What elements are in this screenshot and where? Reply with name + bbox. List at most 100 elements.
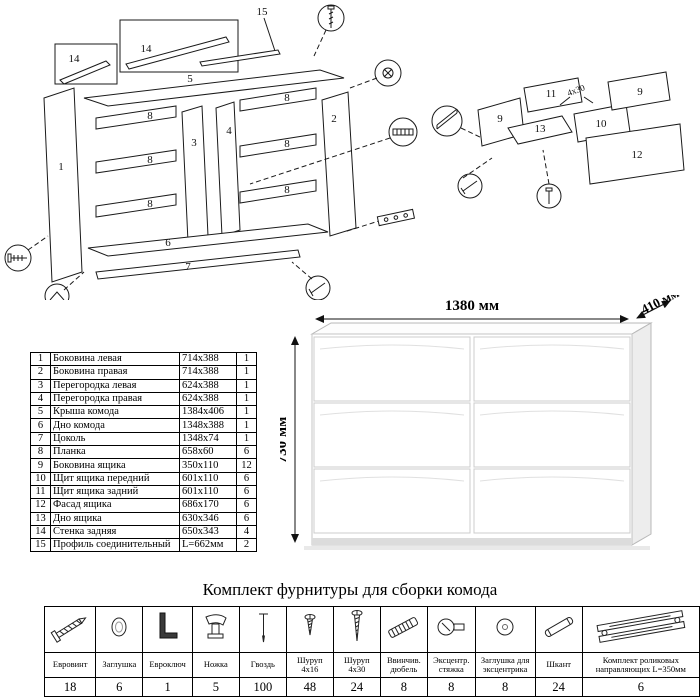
part-label-8: 8: [147, 110, 153, 122]
part-number: 2: [30, 365, 51, 380]
screw-callout3-icon: [536, 183, 562, 209]
drawer-fronts: [313, 336, 631, 534]
hardware-name: Евровинт: [43, 652, 97, 678]
euroscrew-callout-icon: [4, 244, 32, 272]
part-size: 1348x74: [179, 431, 237, 447]
part-name: Боковина ящика: [50, 458, 180, 473]
part-label-1: 1: [58, 161, 64, 173]
depth-dimension-arrow: [636, 300, 671, 319]
hardware-qty: 8: [474, 677, 536, 697]
hardware-name: Комплект роликовых направляющих L=350мм: [581, 652, 700, 678]
part-name: Боковина левая: [50, 351, 180, 367]
part-name: Щит ящика задний: [50, 484, 180, 500]
hardware-name: Заглушка: [95, 652, 144, 678]
part-qty: 6: [236, 445, 257, 460]
part-number: 3: [30, 378, 51, 393]
part-name: Перегородка правая: [50, 391, 180, 407]
cap-icon: [111, 617, 127, 637]
drawer-front: [473, 336, 631, 402]
wood-dowel-icon: [544, 617, 573, 637]
screw-4x16-icon: [304, 614, 316, 636]
part-size: 658x60: [179, 445, 237, 460]
part-label-2: 2: [331, 113, 337, 125]
hardware-name: Гвоздь: [238, 652, 287, 678]
part-number: 4: [30, 391, 51, 407]
part-label-3: 3: [191, 137, 197, 149]
part-name: Перегородка левая: [50, 378, 180, 393]
hardware-qty: 18: [43, 677, 97, 697]
part-name: Планка: [50, 445, 180, 460]
part-number: 11: [30, 484, 51, 500]
hardware-name: Шкант: [534, 652, 583, 678]
hardware-name: Ввинчив. дюбель: [379, 652, 428, 678]
part-number: 6: [30, 418, 51, 433]
part-size: 686x170: [179, 498, 237, 513]
hex-key-icon: [159, 612, 178, 639]
part-size: 1384x406: [179, 405, 237, 420]
part-size: 1348x388: [179, 418, 237, 433]
part-size: 601x110: [179, 471, 237, 486]
part-size: 624x388: [179, 378, 237, 393]
part-qty: 1: [236, 405, 257, 420]
height-dimension-label: 730 мм: [280, 417, 290, 464]
part-label-8: 8: [284, 138, 290, 150]
part-qty: 6: [236, 471, 257, 486]
part-size: 650x343: [179, 524, 237, 540]
dresser-front-view: 1380 мм 410 мм 730 мм: [280, 295, 682, 550]
threaded-dowel-icon: [388, 617, 418, 638]
part-number: 12: [30, 498, 51, 513]
drawer-front: [313, 402, 471, 468]
screw-callout2-icon: [457, 173, 483, 199]
part-number: 10: [30, 471, 51, 486]
part-name: Стенка задняя: [50, 524, 180, 540]
hardware-qty: 48: [285, 677, 334, 697]
nail-icon: [258, 613, 268, 643]
depth-dimension-label: 410 мм: [639, 295, 682, 317]
cam-lock-icon: [437, 618, 465, 636]
drawer-front: [313, 468, 471, 534]
hardware-name: Заглушка для эксцентрика: [474, 652, 536, 678]
hardware-qty: 24: [332, 677, 381, 697]
part-number: 5: [30, 405, 51, 420]
part-label-8: 8: [147, 198, 153, 210]
hardware-name: Ножка: [191, 652, 240, 678]
screw-angled-callout-icon: [305, 275, 331, 300]
hardware-qty: 5: [191, 677, 240, 697]
part-qty: 1: [236, 391, 257, 407]
hardware-callouts: [4, 4, 562, 300]
part-size: 630x346: [179, 511, 237, 526]
screw-callout-icon: [317, 4, 345, 32]
euro-screw-icon: [50, 617, 87, 643]
carcass-exploded-view: [43, 17, 357, 283]
hardware-qty-row: 18 6 1 5 100 48 24 8 8 8 24 6: [43, 677, 700, 697]
part-label-14: 14: [141, 43, 153, 55]
part-label-9: 9: [497, 113, 503, 125]
part-label-13: 13: [535, 123, 547, 135]
part-qty: 1: [236, 365, 257, 380]
part-number: 7: [30, 431, 51, 447]
part-label-15: 15: [257, 6, 269, 18]
part-number: 13: [30, 511, 51, 526]
part-qty: 1: [236, 351, 257, 367]
leader-dashed-lines: [27, 29, 550, 291]
hardware-icons-row: [43, 606, 700, 653]
roller-guide-callout-icon: [431, 105, 463, 137]
part-number: 15: [30, 538, 51, 553]
part-label-8: 8: [147, 154, 153, 166]
part-number: 8: [30, 445, 51, 460]
hardware-qty: 24: [534, 677, 583, 697]
screw-4x30-icon: [351, 610, 363, 642]
part-label-11: 11: [546, 88, 557, 100]
dowel-callout-icon: [388, 117, 418, 147]
part-labels: 14 14 15 5 1 8 8 8 3 4 8 8 8 2 6 7 9 11 …: [58, 6, 643, 273]
drawer-front: [313, 336, 471, 402]
assembly-exploded-diagram: 14 14 15 5 1 8 8 8 3 4 8 8 8 2 6 7 9 11 …: [4, 4, 685, 300]
